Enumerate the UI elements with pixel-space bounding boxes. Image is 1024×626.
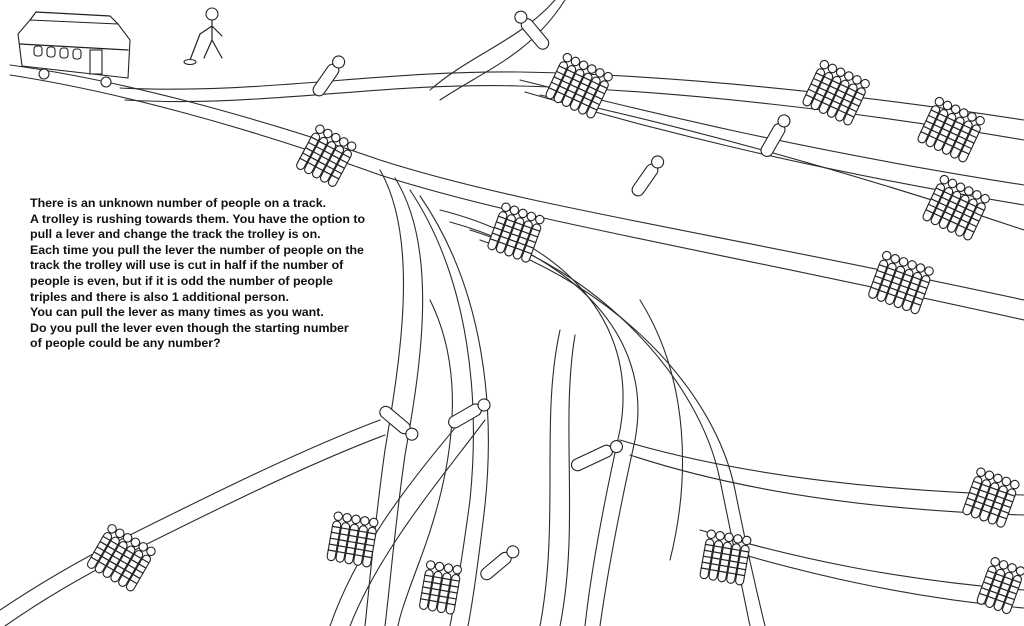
caption-line: track the trolley will use is cut in hal…	[30, 258, 344, 273]
tied-group-icon	[802, 59, 870, 126]
caption-line: of people could be any number?	[30, 336, 221, 351]
caption-line: people is even, but if it is odd the num…	[30, 273, 333, 288]
caption-line: pull a lever and change the track the tr…	[30, 227, 321, 242]
caption-line: triples and there is also 1 additional p…	[30, 289, 289, 304]
tied-person-icon	[379, 405, 419, 441]
tied-group-icon	[86, 524, 156, 592]
tied-people-singles	[312, 10, 791, 581]
caption-line: You can pull the lever as many times as …	[30, 305, 324, 320]
tied-person-icon	[312, 55, 346, 97]
tied-people-groups	[86, 52, 1024, 615]
tied-group-icon	[326, 511, 379, 568]
tied-person-icon	[480, 545, 520, 581]
caption-line: Do you pull the lever even though the st…	[30, 320, 349, 335]
tied-person-icon	[760, 114, 791, 157]
lever-operator-icon	[183, 7, 223, 66]
dilemma-caption: There is an unknown number of people on …	[30, 196, 390, 352]
tied-group-icon	[545, 52, 613, 119]
tied-group-icon	[296, 124, 357, 187]
tied-person-icon	[514, 10, 550, 50]
tied-group-icon	[487, 202, 545, 263]
tied-group-icon	[922, 174, 990, 241]
trolley-icon	[17, 11, 131, 88]
caption-line: A trolley is rushing towards them. You h…	[30, 211, 366, 226]
tied-group-icon	[699, 529, 752, 586]
tied-group-icon	[962, 467, 1020, 528]
caption-line: Each time you pull the lever the number …	[30, 242, 364, 257]
tied-person-icon	[448, 398, 491, 429]
tied-person-icon	[631, 155, 665, 197]
tied-group-icon	[917, 96, 985, 163]
tied-group-icon	[868, 250, 934, 315]
tied-person-icon	[570, 440, 624, 472]
tied-group-icon	[976, 557, 1024, 615]
caption-line: There is an unknown number of people on …	[30, 196, 327, 210]
tied-group-icon	[419, 560, 463, 615]
